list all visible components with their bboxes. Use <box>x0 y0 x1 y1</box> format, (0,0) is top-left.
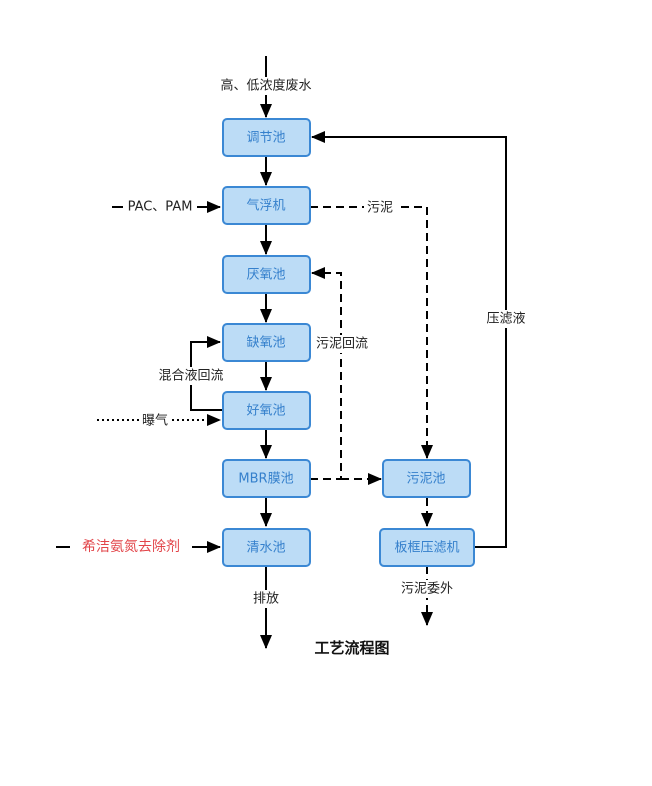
inflow-label: 高、低浓度废水 <box>220 78 311 94</box>
node-qifuji[interactable]: 气浮机 <box>222 186 311 225</box>
node-label: MBR膜池 <box>238 472 293 487</box>
node-qingshuichi[interactable]: 清水池 <box>222 528 311 567</box>
discharge-label: 排放 <box>253 592 279 607</box>
node-wunichi[interactable]: 污泥池 <box>382 459 471 498</box>
node-label: 清水池 <box>246 541 285 556</box>
node-label: 气浮机 <box>246 198 285 214</box>
filtrate-label: 压滤液 <box>486 312 525 327</box>
aeration-label: 曝气 <box>142 413 168 429</box>
node-queyangchi[interactable]: 缺氧池 <box>222 323 311 362</box>
filtrate-return-arrow <box>311 131 507 548</box>
reagent-label: 希洁氨氮去除剂 <box>82 539 180 555</box>
node-label: 板框压滤机 <box>394 541 459 556</box>
node-label: 缺氧池 <box>246 336 285 351</box>
sludge-out-label: 污泥委外 <box>401 582 453 597</box>
mixed-return-label: 混合液回流 <box>158 369 223 384</box>
sludge-dashed-arrow <box>310 206 433 459</box>
node-label: 调节池 <box>246 131 285 146</box>
node-label: 厌氧池 <box>246 268 285 283</box>
sludge-label: 污泥 <box>367 201 393 216</box>
diagram-title: 工艺流程图 <box>314 639 389 657</box>
node-label: 污泥池 <box>406 472 445 487</box>
node-mbr[interactable]: MBR膜池 <box>222 459 311 498</box>
sludge-return-arrow <box>310 267 342 480</box>
node-yanyangchi[interactable]: 厌氧池 <box>222 255 311 294</box>
node-label: 好氧池 <box>246 404 285 419</box>
sludge-return-label: 污泥回流 <box>316 337 368 352</box>
node-haoyangchi[interactable]: 好氧池 <box>222 391 311 430</box>
pac-pam-label: PAC、PAM <box>128 200 193 215</box>
node-tiaojiechi[interactable]: 调节池 <box>222 118 311 157</box>
node-bankuang[interactable]: 板框压滤机 <box>379 528 475 567</box>
